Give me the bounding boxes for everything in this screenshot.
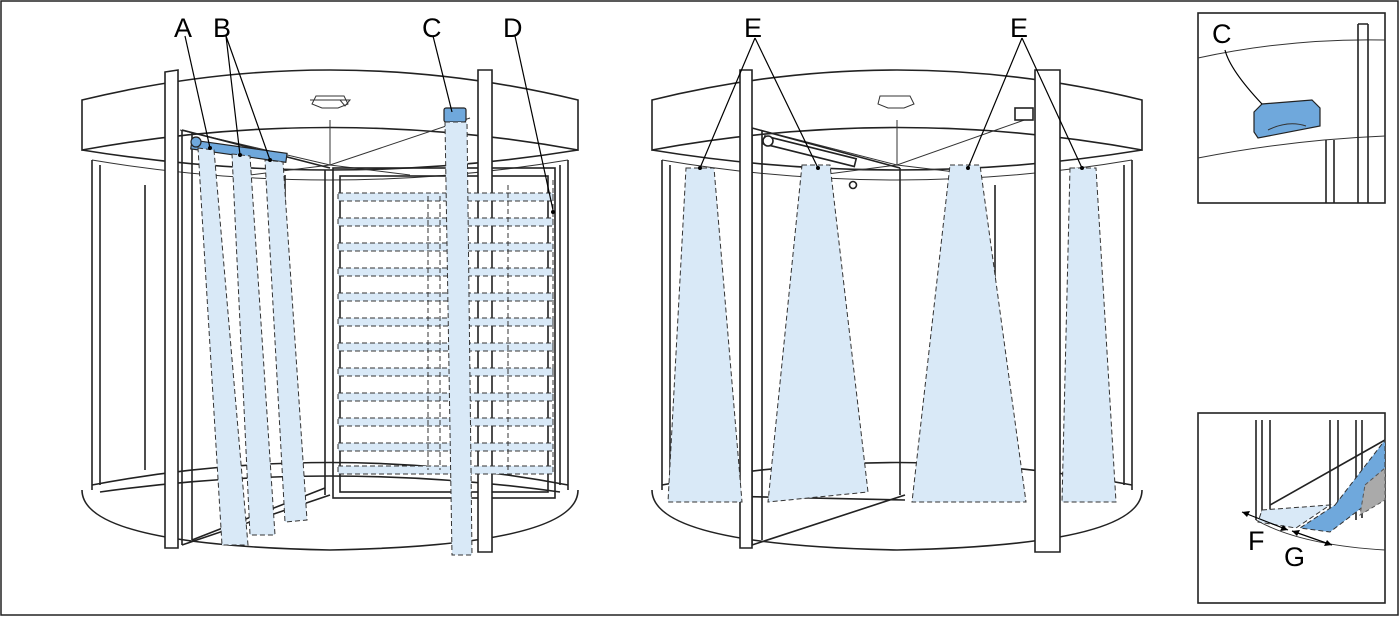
sensor-grid-d — [337, 180, 554, 475]
revolving-door-left — [81, 35, 579, 556]
label-c-detail: C — [1212, 19, 1232, 49]
revolving-door-right — [651, 37, 1143, 553]
label-e-right: E — [1010, 13, 1028, 43]
label-c: C — [422, 13, 442, 43]
detail-inset-fg — [1197, 412, 1386, 604]
detail-inset-c — [1197, 12, 1386, 204]
label-d: D — [503, 13, 523, 43]
label-a: A — [174, 13, 192, 43]
label-b: B — [213, 13, 231, 43]
label-g: G — [1284, 542, 1305, 572]
label-e-left: E — [744, 13, 762, 43]
label-f: F — [1248, 526, 1265, 556]
